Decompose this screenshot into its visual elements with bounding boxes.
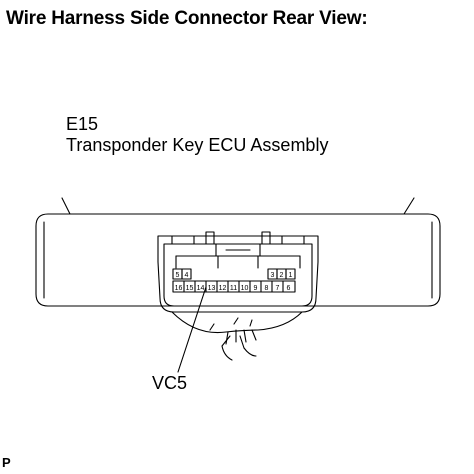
corner-mark: P	[2, 455, 11, 470]
pin-7: 7	[276, 285, 280, 292]
pin-row-top	[172, 268, 296, 280]
pin-4: 4	[185, 272, 189, 279]
ecu-housing	[35, 197, 441, 307]
callout-leader-line	[177, 286, 207, 373]
pin-11: 11	[230, 285, 237, 292]
pin-3: 3	[271, 272, 275, 279]
pin-row-bottom	[172, 280, 296, 293]
pin-15: 15	[186, 285, 194, 292]
pin-5: 5	[176, 272, 180, 279]
pin-numbers: 5 4 3 2 1 16 15 14 13 12 11 10 9 8 7 6	[175, 272, 293, 292]
pin-6: 6	[287, 285, 291, 292]
pin-callout-label: VC5	[152, 373, 188, 393]
diagram-title: Wire Harness Side Connector Rear View:	[6, 8, 368, 29]
component-name: Transponder Key ECU Assembly	[66, 135, 329, 155]
connector-body	[157, 231, 319, 313]
pin-10: 10	[241, 285, 249, 292]
pin-13: 13	[208, 285, 216, 292]
pin-12: 12	[219, 285, 227, 292]
pin-16: 16	[175, 285, 183, 292]
pin-2: 2	[280, 272, 284, 279]
wire-harness	[171, 311, 303, 361]
pin-9: 9	[254, 285, 258, 292]
pin-1: 1	[289, 272, 293, 279]
connector-code: E15	[66, 114, 99, 134]
pin-8: 8	[265, 285, 269, 292]
pin-14: 14	[197, 285, 205, 292]
